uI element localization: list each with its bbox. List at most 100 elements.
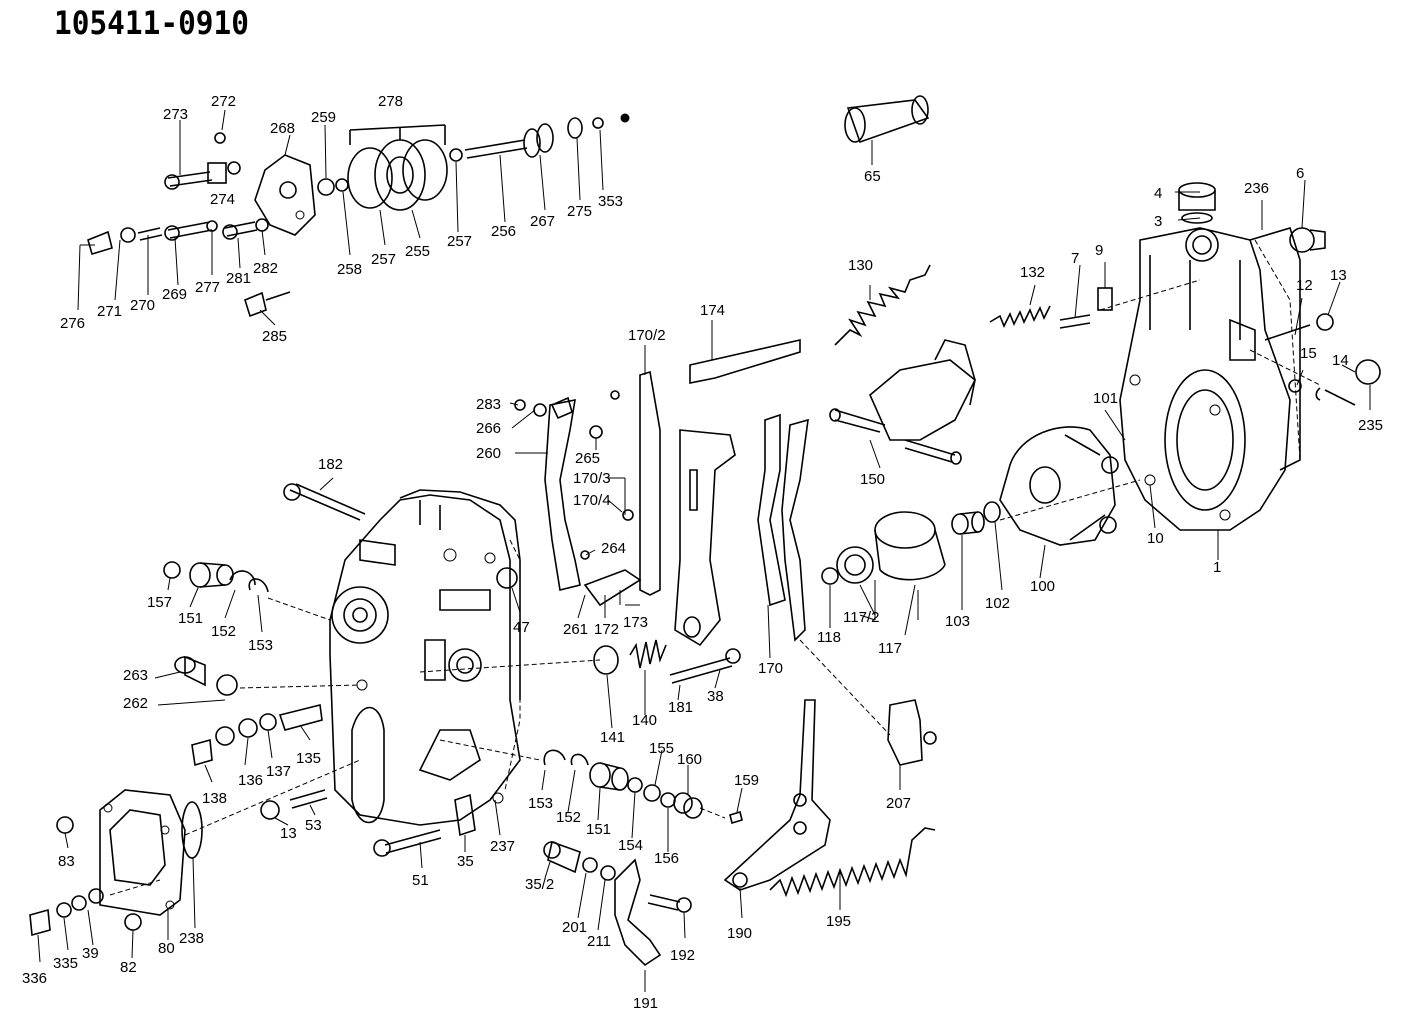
label-1: 1 bbox=[1213, 559, 1221, 576]
label-101: 101 bbox=[1093, 390, 1118, 407]
diagram-title: 105411-0910 bbox=[54, 4, 249, 42]
nut-276 bbox=[87, 230, 113, 255]
lever-260 bbox=[544, 398, 581, 591]
screw-281 bbox=[224, 221, 258, 237]
nut-235 bbox=[1315, 359, 1381, 406]
label-273: 273 bbox=[163, 106, 188, 123]
ring-283 bbox=[514, 399, 526, 411]
label-238: 238 bbox=[179, 930, 204, 947]
label-174: 174 bbox=[700, 302, 725, 319]
label-276: 276 bbox=[60, 315, 85, 332]
bolt-7 bbox=[1059, 287, 1113, 329]
label-51: 51 bbox=[412, 872, 429, 889]
washer-335 bbox=[56, 902, 72, 918]
label-261: 261 bbox=[563, 621, 588, 638]
label-150: 150 bbox=[860, 471, 885, 488]
label-257b: 257 bbox=[447, 233, 472, 250]
label-118: 118 bbox=[817, 629, 841, 646]
label-102: 102 bbox=[985, 595, 1010, 612]
label-47: 47 bbox=[513, 619, 530, 636]
bearing-117-2 bbox=[836, 546, 874, 584]
label-268: 268 bbox=[270, 120, 295, 137]
label-153a: 153 bbox=[248, 637, 273, 654]
label-207: 207 bbox=[886, 795, 911, 812]
lever-181 bbox=[674, 429, 736, 647]
cap-4 bbox=[1178, 182, 1216, 224]
label-263: 263 bbox=[123, 667, 148, 684]
part-274 bbox=[207, 161, 241, 184]
label-10: 10 bbox=[1147, 530, 1164, 547]
label-335: 335 bbox=[53, 955, 78, 972]
washer-257 bbox=[449, 148, 463, 162]
shaft-256 bbox=[464, 139, 528, 159]
spring-130 bbox=[834, 264, 931, 346]
flyweight-100 bbox=[999, 426, 1119, 546]
lever-170 bbox=[757, 413, 809, 642]
label-83: 83 bbox=[58, 853, 75, 870]
label-256: 256 bbox=[491, 223, 516, 240]
screw-35-2 bbox=[543, 840, 581, 874]
bolt-285 bbox=[244, 291, 291, 318]
label-255: 255 bbox=[405, 243, 430, 260]
bolt-192 bbox=[647, 894, 681, 911]
label-260: 260 bbox=[476, 445, 501, 462]
bolt-273 bbox=[167, 171, 213, 187]
label-100: 100 bbox=[1030, 578, 1055, 595]
washer-102 bbox=[983, 501, 1001, 523]
label-151b: 151 bbox=[586, 821, 611, 838]
label-157: 157 bbox=[147, 594, 172, 611]
roller-160 bbox=[673, 792, 703, 819]
plug-6 bbox=[1289, 227, 1326, 253]
washer-262 bbox=[216, 674, 238, 696]
label-170: 170 bbox=[758, 660, 783, 677]
label-7: 7 bbox=[1071, 250, 1079, 267]
label-258: 258 bbox=[337, 261, 362, 278]
label-6: 6 bbox=[1296, 165, 1304, 182]
stud-53 bbox=[289, 789, 328, 809]
pump-housing bbox=[1119, 227, 1301, 531]
bushing-267 bbox=[523, 123, 554, 158]
bushing-151b bbox=[589, 762, 629, 791]
nut-13 bbox=[1316, 313, 1334, 331]
label-271: 271 bbox=[97, 303, 122, 320]
bracket-191 bbox=[614, 858, 662, 967]
label-130: 130 bbox=[848, 257, 873, 274]
label-281: 281 bbox=[226, 270, 251, 287]
spring-140 bbox=[629, 639, 667, 669]
ring-153b bbox=[543, 749, 566, 766]
label-170-4: 170/4 bbox=[573, 492, 611, 509]
label-172: 172 bbox=[594, 621, 619, 638]
label-135: 135 bbox=[296, 750, 321, 767]
bushing-151 bbox=[189, 562, 234, 588]
label-152b: 152 bbox=[556, 809, 581, 826]
sleeve-65 bbox=[844, 95, 930, 144]
label-160: 160 bbox=[677, 751, 702, 768]
cap-336 bbox=[29, 908, 51, 937]
label-35-2: 35/2 bbox=[525, 876, 554, 893]
washer-137 bbox=[259, 713, 277, 731]
pin-258 bbox=[550, 396, 573, 420]
label-275: 275 bbox=[567, 203, 592, 220]
bracket-174 bbox=[689, 338, 801, 384]
ring-152b bbox=[570, 753, 589, 766]
label-237: 237 bbox=[490, 838, 515, 855]
screw-38 bbox=[669, 657, 733, 684]
label-170-3: 170/3 bbox=[573, 470, 611, 487]
label-211: 211 bbox=[587, 933, 611, 950]
label-53: 53 bbox=[305, 817, 322, 834]
screw-269 bbox=[167, 221, 213, 239]
washer-353 bbox=[592, 117, 604, 129]
nut-13b bbox=[260, 800, 280, 820]
label-267: 267 bbox=[530, 213, 555, 230]
label-159: 159 bbox=[734, 772, 759, 789]
washer-118 bbox=[821, 567, 839, 585]
label-132: 132 bbox=[1020, 264, 1045, 281]
bolt-51 bbox=[384, 829, 442, 854]
diaphragm-278 bbox=[347, 124, 448, 211]
label-283: 283 bbox=[476, 396, 501, 413]
ring-157 bbox=[163, 561, 181, 579]
label-9: 9 bbox=[1095, 242, 1103, 259]
label-117: 117 bbox=[878, 640, 902, 657]
label-265: 265 bbox=[575, 450, 600, 467]
label-173: 173 bbox=[623, 614, 648, 631]
